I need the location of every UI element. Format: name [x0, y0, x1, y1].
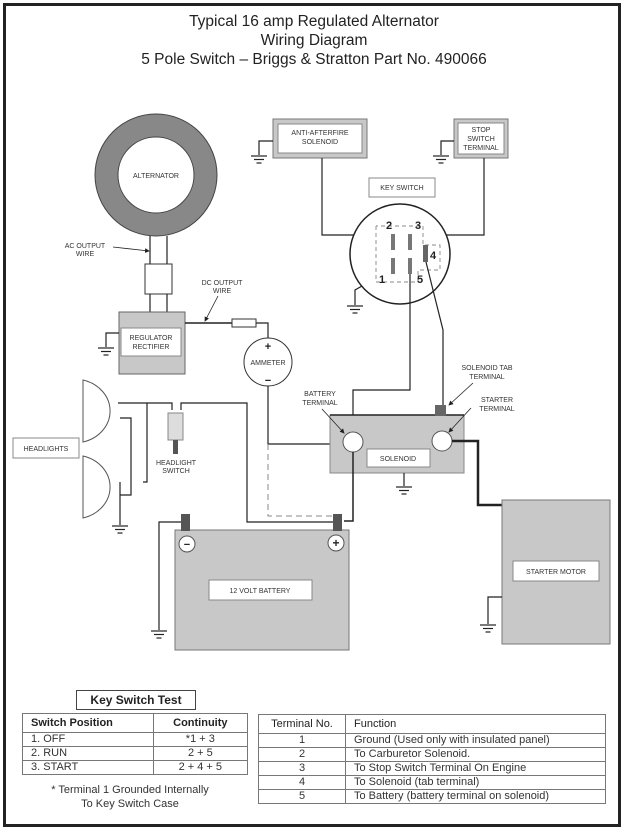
- table-row: 5 To Battery (battery terminal on soleno…: [258, 789, 606, 804]
- function-cell: To Solenoid (tab terminal): [345, 775, 606, 790]
- continuity-cell: 2 + 4 + 5: [152, 760, 249, 775]
- key-terminal-label-3: 3: [415, 220, 421, 232]
- header-continuity: Continuity: [152, 713, 249, 733]
- solenoid-starter-terminal: [431, 430, 453, 452]
- table-row: 4 To Solenoid (tab terminal): [258, 775, 606, 790]
- dc-output-label-1: DC OUTPUT: [202, 280, 244, 287]
- starter-terminal-label-2: TERMINAL: [479, 406, 515, 413]
- alternator-label: ALTERNATOR: [133, 173, 179, 180]
- battery: − + 12 VOLT BATTERY: [150, 514, 350, 651]
- dc-output-wire: DC OUTPUT WIRE: [185, 280, 269, 338]
- battery-negative-post: [181, 514, 190, 531]
- ac-output-label-2: WIRE: [76, 251, 95, 258]
- key-terminal-5: [408, 258, 412, 274]
- anti-afterfire-label-1: ANTI-AFTERFIRE: [291, 130, 348, 137]
- dc-output-label-2: WIRE: [213, 288, 232, 295]
- regulator-label-2: RECTIFIER: [133, 344, 170, 351]
- continuity-cell: 2 + 5: [152, 746, 249, 761]
- terminal-no-cell: 1: [258, 733, 346, 748]
- continuity-cell: *1 + 3: [152, 732, 249, 747]
- title-line-3: 5 Pole Switch – Briggs & Stratton Part N…: [141, 51, 487, 68]
- terminal-no-cell: 4: [258, 775, 346, 790]
- table-header-row: Terminal No. Function: [258, 714, 606, 734]
- table-row: 1 Ground (Used only with insulated panel…: [258, 733, 606, 748]
- table-row: 2. RUN 2 + 5: [22, 746, 249, 761]
- regulator-label-1: REGULATOR: [130, 335, 173, 342]
- key-switch-test-table: Switch Position Continuity 1. OFF *1 + 3…: [22, 713, 249, 775]
- battery-terminal-label-1: BATTERY: [304, 391, 336, 398]
- battery-label: 12 VOLT BATTERY: [230, 588, 291, 595]
- key-terminal-3: [408, 234, 412, 250]
- battery-negative-label: −: [184, 539, 190, 551]
- function-cell: To Battery (battery terminal on solenoid…: [345, 789, 606, 804]
- stop-switch-terminal: STOP SWITCH TERMINAL: [416, 118, 509, 236]
- headlights-label: HEADLIGHTS: [24, 446, 69, 453]
- header-switch-position: Switch Position: [22, 713, 154, 733]
- switch-position-cell: 1. OFF: [22, 732, 154, 747]
- alternator: ALTERNATOR: [94, 113, 218, 237]
- terminal-no-cell: 2: [258, 747, 346, 762]
- table-row: 3 To Stop Switch Terminal On Engine: [258, 761, 606, 776]
- headlight-switch-label-1: HEADLIGHT: [156, 460, 197, 467]
- key-switch-label: KEY SWITCH: [380, 185, 423, 192]
- headlight-switch: HEADLIGHT SWITCH: [156, 402, 337, 523]
- headlight-switch-label-2: SWITCH: [162, 468, 190, 475]
- key-terminal-label-2: 2: [386, 220, 392, 232]
- table-row: 3. START 2 + 4 + 5: [22, 760, 249, 775]
- note-line-2: To Key Switch Case: [81, 798, 179, 810]
- header-terminal-no: Terminal No.: [258, 714, 346, 734]
- key-switch: KEY SWITCH 2 3 4 1 5: [346, 177, 451, 430]
- note-line-1: * Terminal 1 Grounded Internally: [51, 784, 209, 796]
- ammeter-label: AMMETER: [251, 360, 286, 367]
- solenoid-tab-terminal: [435, 405, 446, 416]
- title-line-1: Typical 16 amp Regulated Alternator: [189, 13, 439, 30]
- starter-terminal-label-1: STARTER: [481, 397, 513, 404]
- terminal-function-table: Terminal No. Function 1 Ground (Used onl…: [258, 714, 606, 804]
- stop-switch-label-1: STOP: [472, 127, 491, 134]
- switch-position-cell: 3. START: [22, 760, 154, 775]
- anti-afterfire-label-2: SOLENOID: [302, 139, 338, 146]
- stop-switch-label-2: SWITCH: [467, 136, 495, 143]
- regulator-rectifier: REGULATOR RECTIFIER: [97, 311, 186, 375]
- battery-positive-post: [333, 514, 342, 531]
- diagram-frame: [3, 3, 621, 827]
- solenoid: SOLENOID BATTERY TERMINAL SOLENOID TAB T…: [302, 365, 515, 522]
- switch-position-cell: 2. RUN: [22, 746, 154, 761]
- headlights: HEADLIGHTS: [12, 379, 173, 534]
- starter-motor-label: STARTER MOTOR: [526, 569, 586, 576]
- ac-output-wire: AC OUTPUT WIRE: [65, 236, 173, 312]
- battery-terminal-label-2: TERMINAL: [302, 400, 338, 407]
- terminal-no-cell: 5: [258, 789, 346, 804]
- table-row: 2 To Carburetor Solenoid.: [258, 747, 606, 762]
- ac-output-label-1: AC OUTPUT: [65, 243, 106, 250]
- ammeter-minus: −: [265, 375, 271, 387]
- function-cell: To Carburetor Solenoid.: [345, 747, 606, 762]
- key-terminal-label-4: 4: [430, 250, 437, 262]
- anti-afterfire-solenoid: ANTI-AFTERFIRE SOLENOID: [250, 118, 388, 236]
- title-line-2: Wiring Diagram: [260, 32, 368, 49]
- key-terminal-label-5: 5: [417, 274, 423, 286]
- key-terminal-2: [391, 234, 395, 250]
- battery-positive-label: +: [332, 536, 339, 550]
- stop-switch-label-3: TERMINAL: [463, 145, 499, 152]
- ammeter-plus: +: [265, 341, 271, 353]
- table-row: 1. OFF *1 + 3: [22, 732, 249, 747]
- solenoid-label: SOLENOID: [380, 456, 416, 463]
- function-cell: Ground (Used only with insulated panel): [345, 733, 606, 748]
- key-switch-note: * Terminal 1 Grounded Internally To Key …: [20, 783, 240, 811]
- header-function: Function: [345, 714, 606, 734]
- solenoid-battery-terminal: [342, 431, 364, 453]
- key-switch-test-title: Key Switch Test: [76, 690, 196, 710]
- key-terminal-label-1: 1: [379, 274, 385, 286]
- key-terminal-1: [391, 258, 395, 274]
- function-cell: To Stop Switch Terminal On Engine: [345, 761, 606, 776]
- key-terminal-4: [423, 245, 428, 262]
- terminal-no-cell: 3: [258, 761, 346, 776]
- ammeter: AMMETER + −: [243, 337, 344, 517]
- solenoid-tab-label-2: TERMINAL: [469, 374, 505, 381]
- table-header-row: Switch Position Continuity: [22, 713, 249, 733]
- solenoid-tab-label-1: SOLENOID TAB: [461, 365, 512, 372]
- starter-motor: STARTER MOTOR: [479, 499, 611, 645]
